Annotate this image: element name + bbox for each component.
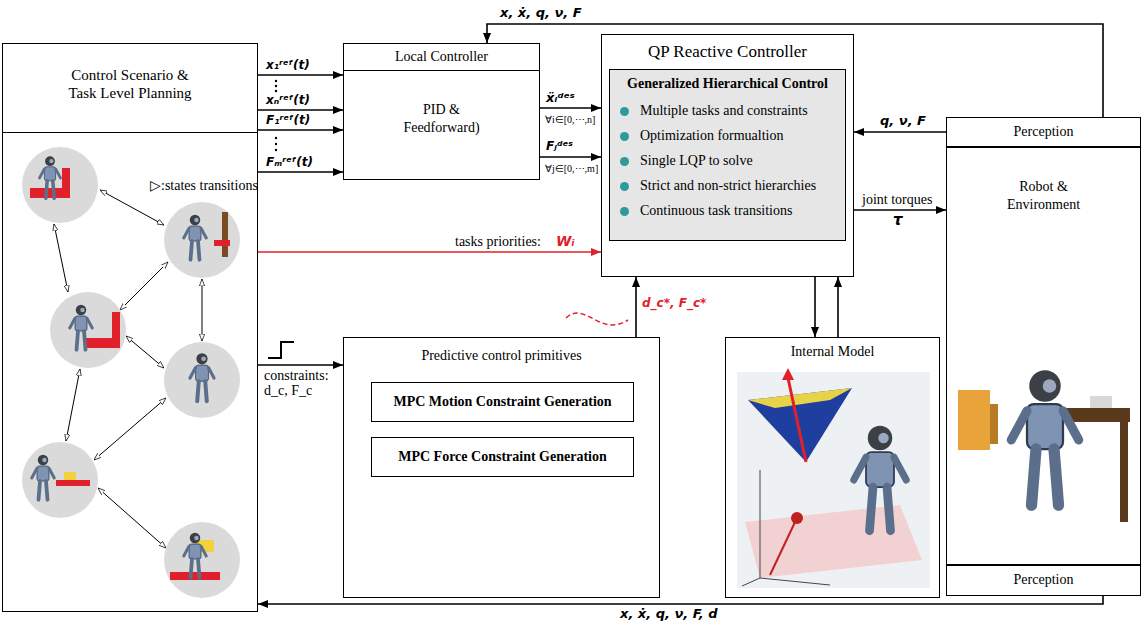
state-scenes [30,156,230,580]
edge-label: F₁ʳᵉᶠ(t) [266,113,310,128]
edge-label: Fₘʳᵉᶠ(t) [266,155,313,170]
box-text: Multiple tasks and constraints [616,103,841,119]
controller-box: Local ControllerPID & Feedforward) [343,43,540,180]
box-title: Control Scenario & Task Level Planning [3,44,257,133]
connector-arrow [258,129,343,131]
connector-arrow [540,107,601,109]
model-box: Internal Model [725,337,940,598]
box-text: Optimization formualtion [616,128,841,144]
controller-box: QP Reactive ControllerGeneralized Hierar… [601,34,854,277]
annotation-label: ∀j∈[0,⋯,m] [545,161,598,176]
edge-label: x, ẋ, q, ν, F [500,5,582,20]
connector-arrow [540,156,601,158]
box-text: PID & Feedforward) [394,101,489,137]
primitives-box: Predictive control primitivesMPC Motion … [343,337,660,598]
annotation-label: Wᵢ [556,234,575,249]
edge-label: xₙʳᵉᶠ(t) [266,93,310,108]
edge-label: constraints: d_c, F_c [264,368,344,398]
robot-box: Robot & Environment [946,147,1141,565]
connector-arrow [854,209,946,211]
box-title: Generalized Hierarchical Control [610,70,845,94]
edge-label: tasks priorities: [455,234,541,249]
box-title: Perception [947,566,1140,594]
connector-arrow [258,109,343,111]
annotation-label: ▷:states transitions [150,178,258,193]
box-title: Predictive control primitives [344,338,659,364]
annotation-label: ∀i∈[0,⋯,n] [545,112,595,127]
box-title: MPC Motion Constraint Generation [372,383,633,421]
box-text: Continuous task transitions [616,203,841,219]
edge-label: Fⱼᵈᵉˢ [546,139,573,154]
process-box: MPC Force Constraint Generation [371,437,634,477]
step-symbol [268,342,294,358]
box-title: Perception [947,118,1140,146]
box-text: Strict and non-strict hierarchies [616,178,841,194]
connector-arrow [854,131,946,133]
connector-arrow [258,171,343,173]
box-title: Internal Model [726,338,939,360]
edge-label: x₁ʳᵉᶠ(t) [266,58,310,73]
edge-label: x, ẋ, q, ν, F, d [620,606,718,621]
state-circles [22,147,240,598]
feature-box: Generalized Hierarchical ControlMultiple… [609,69,846,241]
annotation-label: τ [893,213,903,228]
connector-arrow [635,277,637,337]
box-title: QP Reactive Controller [602,35,853,62]
perception-box: Perception [946,565,1141,596]
edge-label: d_c*, F_c* [642,296,706,311]
connector-arrow [258,74,343,76]
box-title: MPC Force Constraint Generation [372,438,633,476]
edge-label: joint torques [862,192,932,207]
connector-arrow [814,277,816,337]
connector-arrow [837,277,839,337]
edge-label: q, ν, F [880,113,926,128]
perception-box: Perception [946,117,1141,147]
dashed-curve [566,313,628,325]
state-transitions [54,190,202,548]
edge-label: ẍᵢᵈᵉˢ [546,90,575,105]
internal-model-picture [737,368,930,588]
box-title: Local Controller [344,44,539,71]
planning-panel: Control Scenario & Task Level Planning [2,43,258,612]
box-title: Robot & Environment [994,178,1094,214]
connector-arrow [258,364,343,366]
connector-arrow [258,251,601,253]
box-text: Single LQP to solve [616,153,841,169]
robot-scene [958,370,1130,522]
process-box: MPC Motion Constraint Generation [371,382,634,422]
